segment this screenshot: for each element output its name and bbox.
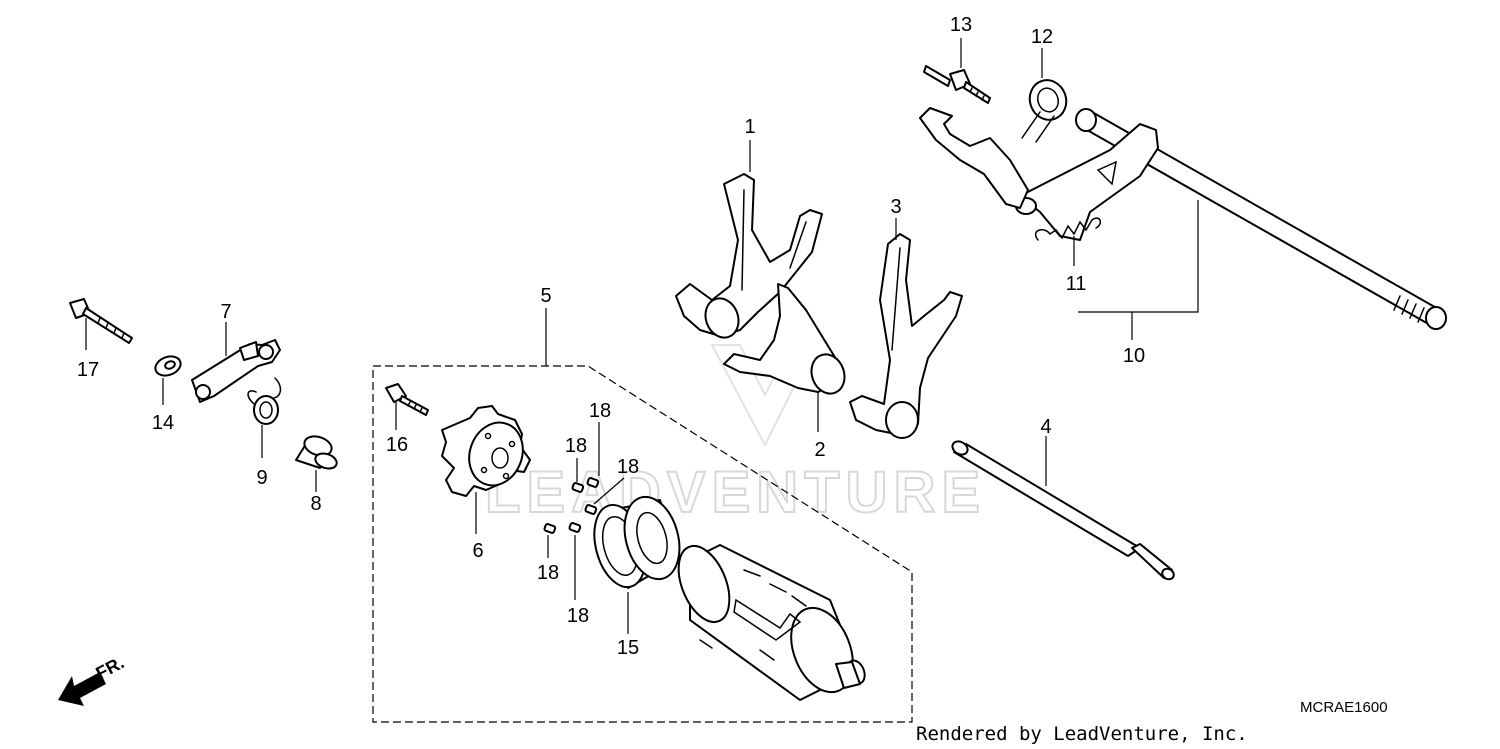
watermark: LEADVENTURE	[484, 344, 986, 526]
group-box-5	[372, 308, 913, 723]
callout-10[interactable]: 10	[1123, 345, 1145, 367]
part-3-shift-fork[interactable]	[849, 218, 963, 439]
callout-8[interactable]: 8	[310, 493, 321, 515]
callout-15[interactable]: 15	[617, 637, 639, 659]
callout-14[interactable]: 14	[152, 412, 174, 434]
callout-16[interactable]: 16	[386, 434, 408, 456]
callout-1[interactable]: 1	[744, 116, 755, 138]
callout-13[interactable]: 13	[950, 14, 972, 36]
part-8-collar[interactable]	[295, 433, 339, 492]
front-direction-arrow: FR.	[58, 652, 127, 706]
part-6-star-plate[interactable]	[441, 405, 531, 534]
part-15-bearing[interactable]	[586, 491, 688, 634]
part-16-bolt[interactable]	[385, 383, 429, 430]
callout-18-d[interactable]: 18	[537, 562, 559, 584]
callout-5[interactable]: 5	[540, 285, 551, 307]
callout-7[interactable]: 7	[220, 301, 231, 323]
part-10-gearshift-spindle[interactable]	[1015, 108, 1447, 340]
part-18-pins[interactable]	[543, 422, 625, 600]
callout-2[interactable]: 2	[814, 439, 825, 461]
callout-3[interactable]: 3	[890, 196, 901, 218]
part-2-shift-fork[interactable]	[723, 283, 850, 432]
part-4-fork-shaft[interactable]	[950, 436, 1176, 581]
part-9-spring[interactable]	[247, 377, 282, 458]
callout-labels: 1 2 3 4 5 6 7 8 9 10 11 12 13 14 15 16 1…	[77, 14, 1145, 659]
part-13-pin-bolt[interactable]	[919, 38, 1029, 209]
callout-17[interactable]: 17	[77, 359, 99, 381]
diagram-code: MCRAE1600	[1300, 699, 1388, 716]
callout-18-e[interactable]: 18	[567, 605, 589, 627]
render-credit: Rendered by LeadVenture, Inc.	[916, 723, 1248, 745]
part-14-washer[interactable]	[153, 353, 184, 405]
callout-6[interactable]: 6	[472, 540, 483, 562]
callout-18-c[interactable]: 18	[617, 456, 639, 478]
part-1-shift-fork[interactable]	[675, 140, 823, 342]
part-17-bolt[interactable]	[69, 298, 133, 350]
shift-drum[interactable]	[669, 539, 868, 702]
callout-11[interactable]: 11	[1066, 273, 1087, 295]
part-11-spring[interactable]	[1034, 217, 1102, 266]
callout-18-a[interactable]: 18	[589, 400, 611, 422]
part-7-stopper-arm[interactable]	[191, 322, 281, 403]
part-12-return-spring[interactable]	[1021, 48, 1072, 143]
callout-18-b[interactable]: 18	[565, 435, 587, 457]
callout-9[interactable]: 9	[256, 467, 267, 489]
watermark-text: LEADVENTURE	[485, 460, 986, 525]
callout-4[interactable]: 4	[1040, 416, 1051, 438]
callout-12[interactable]: 12	[1031, 26, 1053, 48]
